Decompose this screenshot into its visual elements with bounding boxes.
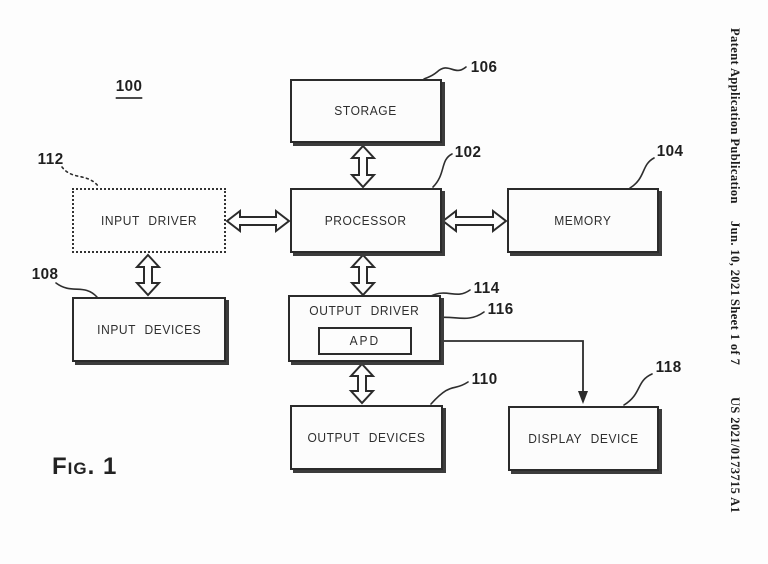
leader-lines bbox=[55, 66, 655, 406]
output-driver-label: OUTPUT DRIVER bbox=[309, 304, 420, 318]
ref-118-display-device: 118 bbox=[655, 359, 682, 376]
arrow-outputdriver-outputdevices bbox=[348, 362, 376, 405]
ref-110-output-devices: 110 bbox=[471, 371, 498, 388]
display-device-box: DISPLAY DEVICE bbox=[508, 406, 659, 471]
leader-112 bbox=[61, 166, 100, 188]
margin-publication-title: Patent Application Publication bbox=[728, 28, 742, 204]
storage-box: STORAGE bbox=[290, 79, 442, 143]
ref-114-output-driver: 114 bbox=[473, 280, 500, 297]
ref-104-memory: 104 bbox=[656, 143, 684, 160]
apd-box: APD bbox=[318, 327, 412, 355]
leader-104 bbox=[629, 157, 655, 189]
input-devices-box: INPUT DEVICES bbox=[72, 297, 226, 362]
arrow-inputdriver-inputdevices bbox=[134, 253, 162, 297]
figure-caption: Fig. 1 bbox=[52, 453, 118, 480]
arrowhead-into-display bbox=[578, 391, 588, 404]
processor-label: PROCESSOR bbox=[325, 213, 407, 228]
ref-116-apd: 116 bbox=[487, 301, 514, 318]
leader-102 bbox=[432, 153, 453, 188]
ref-112-input-driver: 112 bbox=[37, 151, 64, 168]
input-devices-label: INPUT DEVICES bbox=[96, 322, 202, 337]
block-arrows bbox=[134, 144, 508, 405]
output-devices-box: OUTPUT DEVICES bbox=[290, 405, 443, 470]
storage-label: STORAGE bbox=[334, 104, 398, 118]
leader-110 bbox=[430, 381, 469, 405]
ref-108-input-devices: 108 bbox=[31, 266, 59, 283]
display-device-label: DISPLAY DEVICE bbox=[528, 431, 639, 446]
memory-label: MEMORY bbox=[554, 213, 612, 228]
input-driver-label: INPUT DRIVER bbox=[100, 213, 198, 228]
arrow-inputdriver-processor bbox=[225, 208, 291, 234]
input-driver-box: INPUT DRIVER bbox=[72, 188, 226, 253]
margin-sheet-number: Sheet 1 of 7 bbox=[728, 299, 742, 366]
ref-106-storage: 106 bbox=[470, 59, 498, 76]
memory-box: MEMORY bbox=[507, 188, 659, 253]
margin-patent-number: US 2021/0173715 A1 bbox=[728, 397, 742, 514]
leader-118 bbox=[623, 373, 653, 406]
arrow-processor-outputdriver bbox=[349, 253, 377, 297]
output-devices-label: OUTPUT DEVICES bbox=[307, 430, 426, 445]
leader-114 bbox=[430, 289, 471, 297]
leader-106 bbox=[423, 66, 467, 80]
apd-label: APD bbox=[349, 334, 381, 348]
arrow-storage-processor bbox=[349, 144, 377, 189]
margin-publication-date: Jun. 10, 2021 bbox=[728, 221, 742, 297]
arrow-processor-memory bbox=[441, 208, 508, 234]
processor-box: PROCESSOR bbox=[290, 188, 442, 253]
leader-108 bbox=[55, 282, 98, 298]
ref-102-processor: 102 bbox=[454, 144, 482, 161]
ref-100-diagram: 100 bbox=[115, 78, 143, 99]
